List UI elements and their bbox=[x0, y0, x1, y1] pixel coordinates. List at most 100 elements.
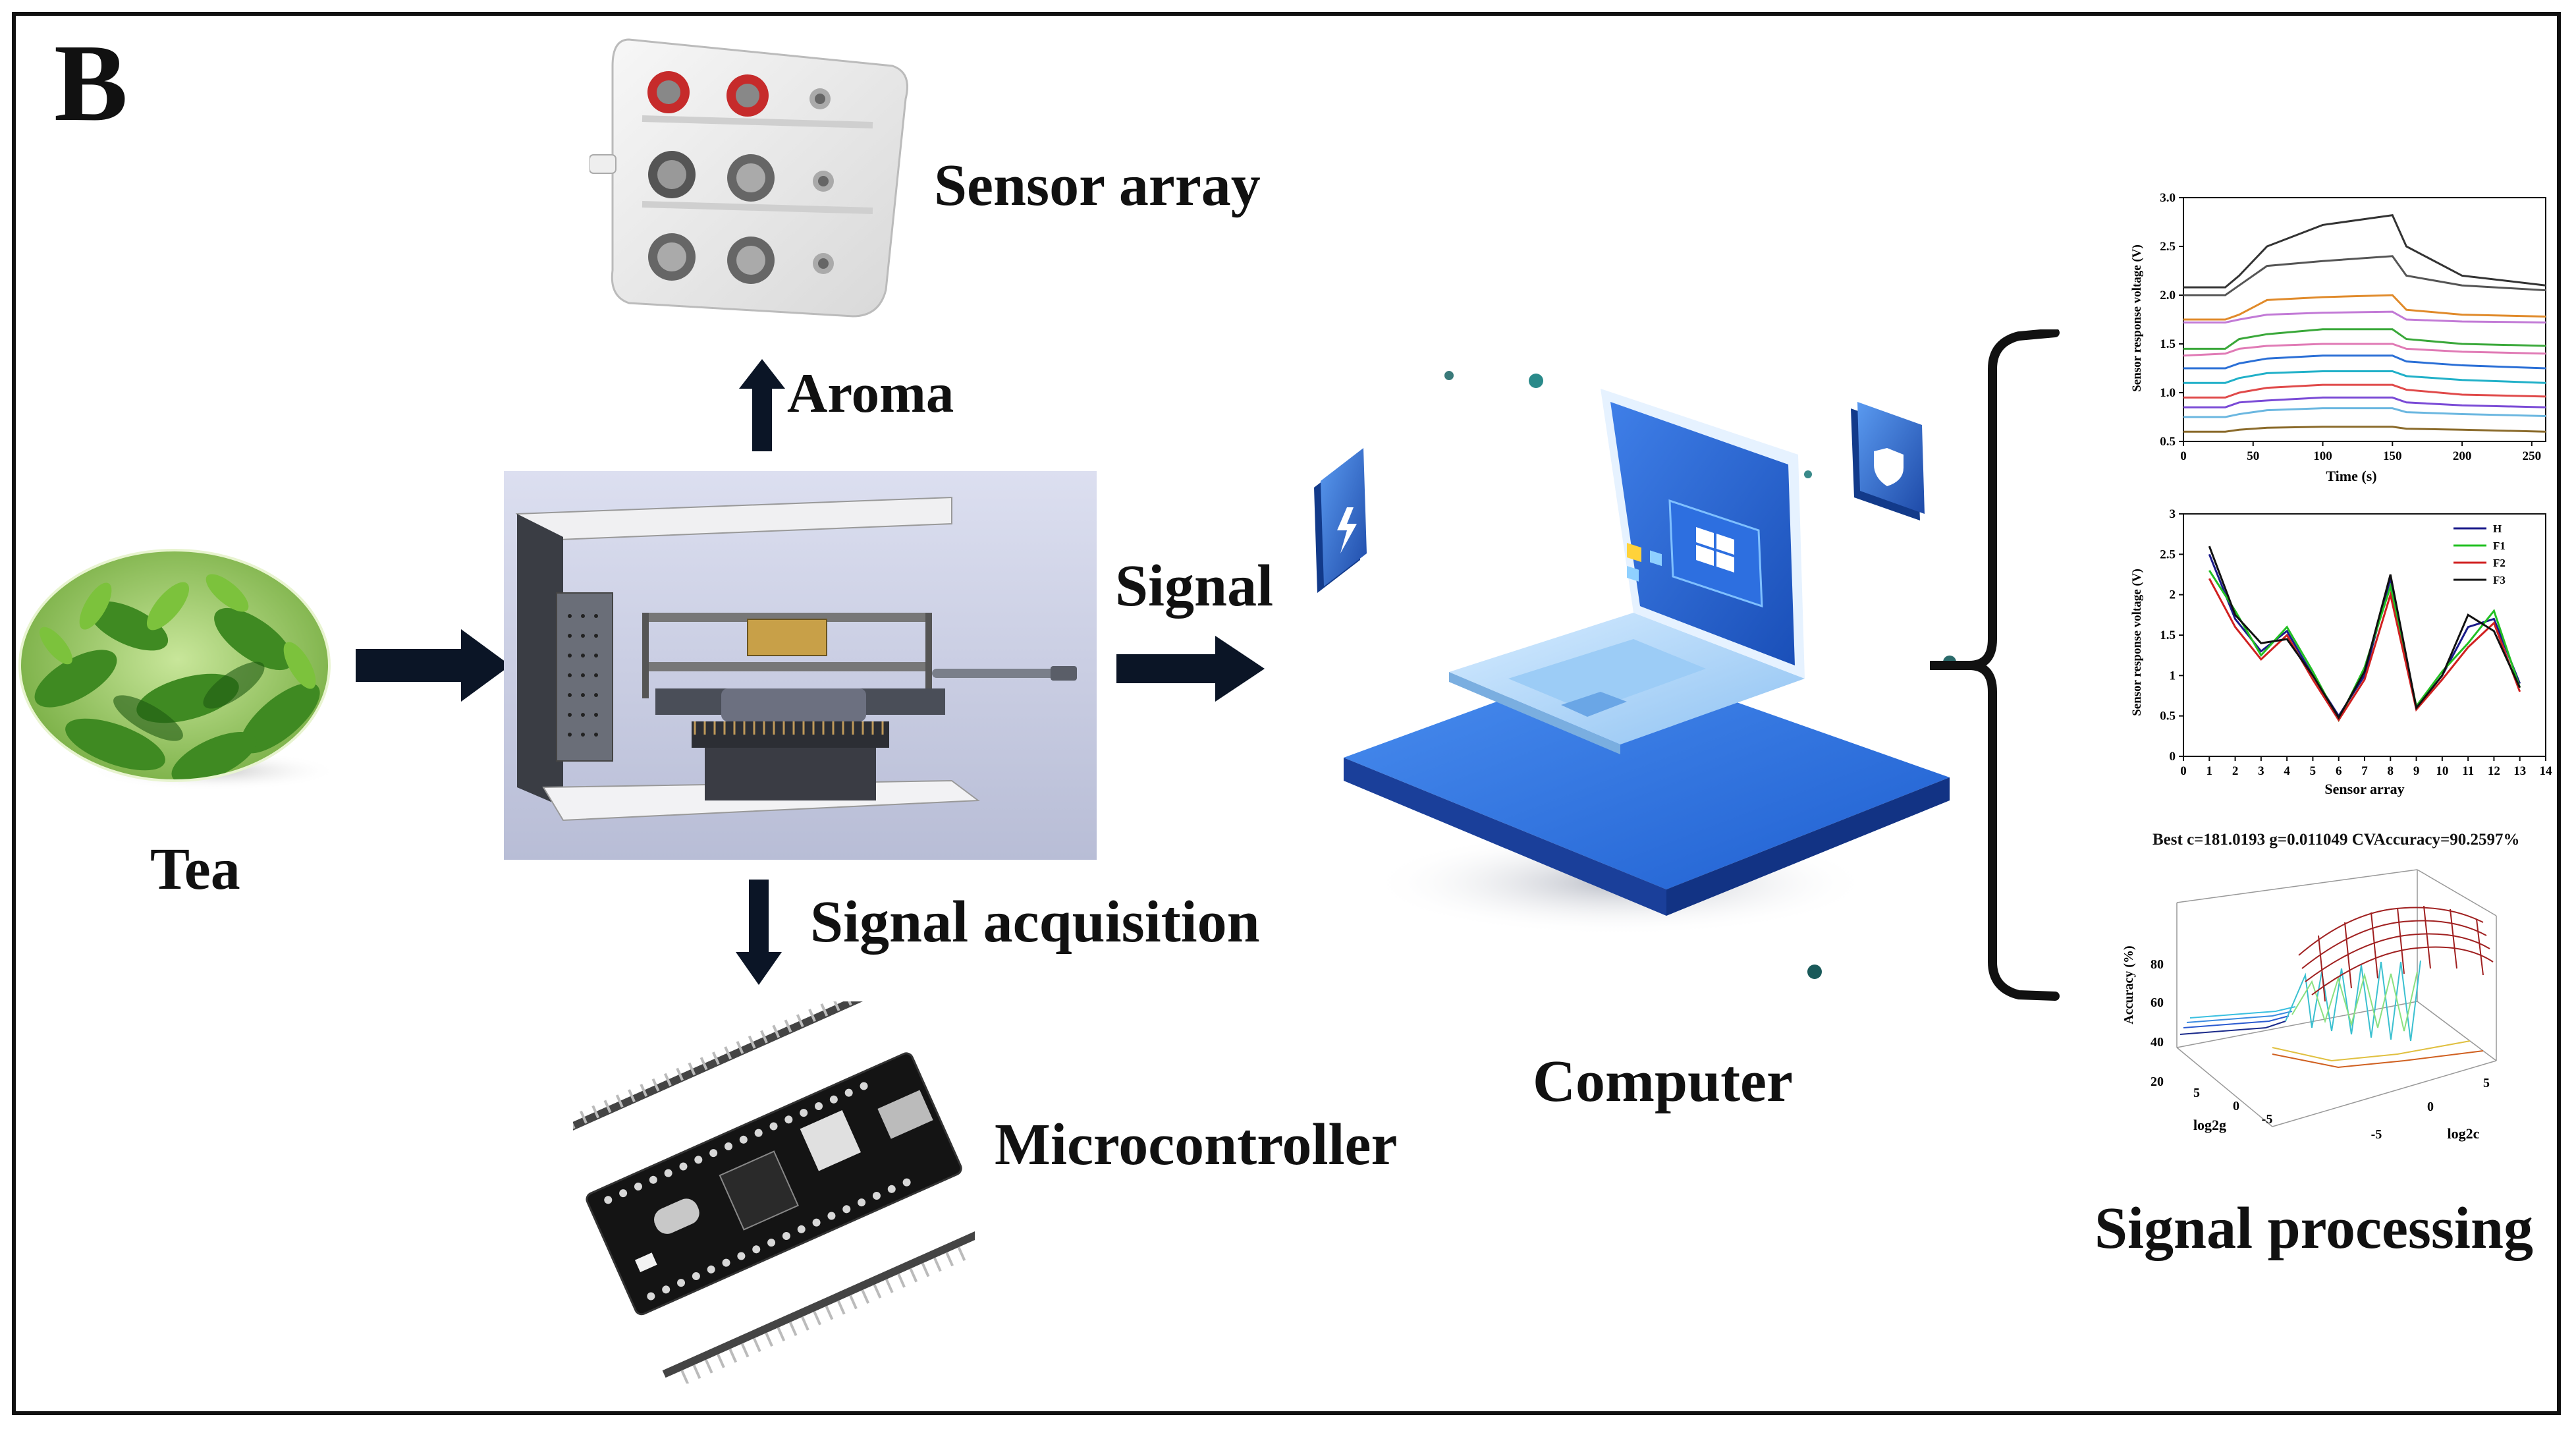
time-response-chart: 0 50 100 150 200 250 0.5 1.0 1.5 2.0 2.5 3.0 Time (… bbox=[2130, 191, 2546, 484]
y-tick-label: 0.5 bbox=[2160, 435, 2176, 449]
chart3-surface-low bbox=[2179, 1006, 2296, 1035]
y-tick-label: 0 bbox=[2170, 750, 2176, 764]
y-tick-label: 2.5 bbox=[2160, 240, 2176, 254]
series-line bbox=[2183, 370, 2546, 384]
g-tick-label: 0 bbox=[2233, 1099, 2239, 1113]
legend-label: F3 bbox=[2493, 574, 2506, 586]
x-tick-label: 14 bbox=[2540, 764, 2553, 778]
arrow-right-icon bbox=[1116, 636, 1265, 702]
c-tick-label: -5 bbox=[2371, 1127, 2382, 1142]
y-tick-label: 0.5 bbox=[2160, 710, 2176, 723]
y-tick-label: 3 bbox=[2170, 507, 2176, 521]
x-tick-label: 50 bbox=[2247, 449, 2259, 463]
y-tick-label: 2.5 bbox=[2160, 547, 2176, 561]
y-tick-label: 1 bbox=[2170, 669, 2176, 683]
x-tick-label: 4 bbox=[2284, 764, 2290, 778]
z-tick-label: 40 bbox=[2151, 1035, 2164, 1050]
c-tick-label: 0 bbox=[2427, 1100, 2434, 1114]
figure-frame bbox=[12, 12, 2561, 1415]
y-tick-label: 1.5 bbox=[2160, 337, 2176, 351]
y-tick-label: 1.5 bbox=[2160, 629, 2176, 642]
electronic-nose-device-image bbox=[504, 471, 1097, 860]
series-line bbox=[2183, 383, 2546, 399]
x-tick-label: 3 bbox=[2258, 764, 2264, 778]
series-line bbox=[2183, 354, 2546, 370]
series-line-f2 bbox=[2208, 578, 2521, 722]
series-line bbox=[2183, 328, 2546, 350]
panel-letter: B bbox=[54, 22, 128, 144]
x-tick-label: 5 bbox=[2310, 764, 2316, 778]
series-line bbox=[2183, 294, 2546, 321]
chart1-axes: 0 50 100 150 200 250 0.5 1.0 1.5 2.0 2.5 3.0 bbox=[2160, 191, 2546, 463]
x-tick-label: 2 bbox=[2232, 764, 2239, 778]
x-tick-label: 6 bbox=[2336, 764, 2342, 778]
signal-label: Signal bbox=[1115, 553, 1274, 619]
chart3-surface-mid bbox=[2272, 960, 2484, 1069]
chart3-xlabel: log2c bbox=[2448, 1125, 2480, 1142]
signal-processing-label: Signal processing bbox=[2095, 1196, 2533, 1261]
computer-illustration bbox=[1314, 371, 1956, 979]
series-line-f3 bbox=[2208, 546, 2521, 720]
series-line bbox=[2183, 343, 2546, 357]
microcontroller-label: Microcontroller bbox=[995, 1112, 1398, 1177]
x-tick-label: 200 bbox=[2453, 449, 2472, 463]
chart3-surface-high bbox=[2298, 905, 2494, 1002]
x-tick-label: 11 bbox=[2462, 764, 2474, 778]
x-tick-label: 0 bbox=[2180, 764, 2187, 778]
series-line bbox=[2183, 407, 2546, 418]
chart1-ylabel: Sensor response voltage (V) bbox=[2130, 244, 2144, 392]
x-tick-label: 12 bbox=[2488, 764, 2500, 778]
chart2-ylabel: Sensor response voltage (V) bbox=[2130, 569, 2144, 716]
x-tick-label: 100 bbox=[2313, 449, 2332, 463]
chart3-zlabel: Accuracy (%) bbox=[2122, 945, 2136, 1024]
legend-label: F1 bbox=[2493, 540, 2506, 552]
arrow-right-icon bbox=[356, 629, 510, 702]
x-tick-label: 250 bbox=[2523, 449, 2542, 463]
series-line-h bbox=[2208, 553, 2521, 718]
aroma-label: Aroma bbox=[787, 362, 954, 424]
series-line bbox=[2183, 426, 2546, 433]
microcontroller-board-image bbox=[573, 1001, 975, 1384]
x-tick-label: 8 bbox=[2388, 764, 2394, 778]
x-tick-label: 13 bbox=[2513, 764, 2526, 778]
x-tick-label: 150 bbox=[2383, 449, 2402, 463]
computer-label: Computer bbox=[1533, 1049, 1793, 1114]
x-tick-label: 10 bbox=[2436, 764, 2448, 778]
sensor-array-image bbox=[589, 38, 908, 318]
y-tick-label: 1.0 bbox=[2160, 386, 2176, 400]
g-tick-label: -5 bbox=[2262, 1112, 2273, 1127]
z-tick-label: 60 bbox=[2151, 995, 2164, 1010]
g-tick-label: 5 bbox=[2193, 1086, 2200, 1100]
series-line bbox=[2183, 396, 2546, 408]
chart2-series bbox=[2208, 546, 2521, 723]
series-line bbox=[2183, 255, 2546, 296]
x-tick-label: 7 bbox=[2361, 764, 2368, 778]
chart2-xlabel: Sensor array bbox=[2324, 781, 2404, 797]
x-tick-label: 0 bbox=[2180, 449, 2187, 463]
x-tick-label: 9 bbox=[2413, 764, 2420, 778]
z-tick-label: 20 bbox=[2151, 1075, 2164, 1089]
arrow-up-icon bbox=[739, 359, 785, 451]
y-tick-label: 2.0 bbox=[2160, 289, 2176, 302]
chart3-ylabel: log2g bbox=[2193, 1117, 2226, 1133]
chart1-xlabel: Time (s) bbox=[2326, 468, 2376, 484]
y-tick-label: 3.0 bbox=[2160, 191, 2176, 205]
arrow-down-icon bbox=[736, 880, 782, 985]
legend-label: F2 bbox=[2493, 557, 2506, 569]
bracket-icon bbox=[1930, 329, 2060, 1001]
series-line bbox=[2183, 213, 2546, 289]
series-line bbox=[2183, 310, 2546, 323]
tea-leaves-image bbox=[18, 549, 339, 791]
signal-acquisition-label: Signal acquisition bbox=[810, 889, 1260, 955]
plot-frame bbox=[2183, 513, 2546, 757]
chart1-series bbox=[2183, 213, 2546, 433]
legend-label: H bbox=[2493, 522, 2502, 535]
x-tick-label: 1 bbox=[2206, 764, 2213, 778]
sensor-array-label: Sensor array bbox=[934, 153, 1261, 218]
series-line-f1 bbox=[2208, 570, 2521, 723]
tea-label: Tea bbox=[150, 837, 240, 902]
